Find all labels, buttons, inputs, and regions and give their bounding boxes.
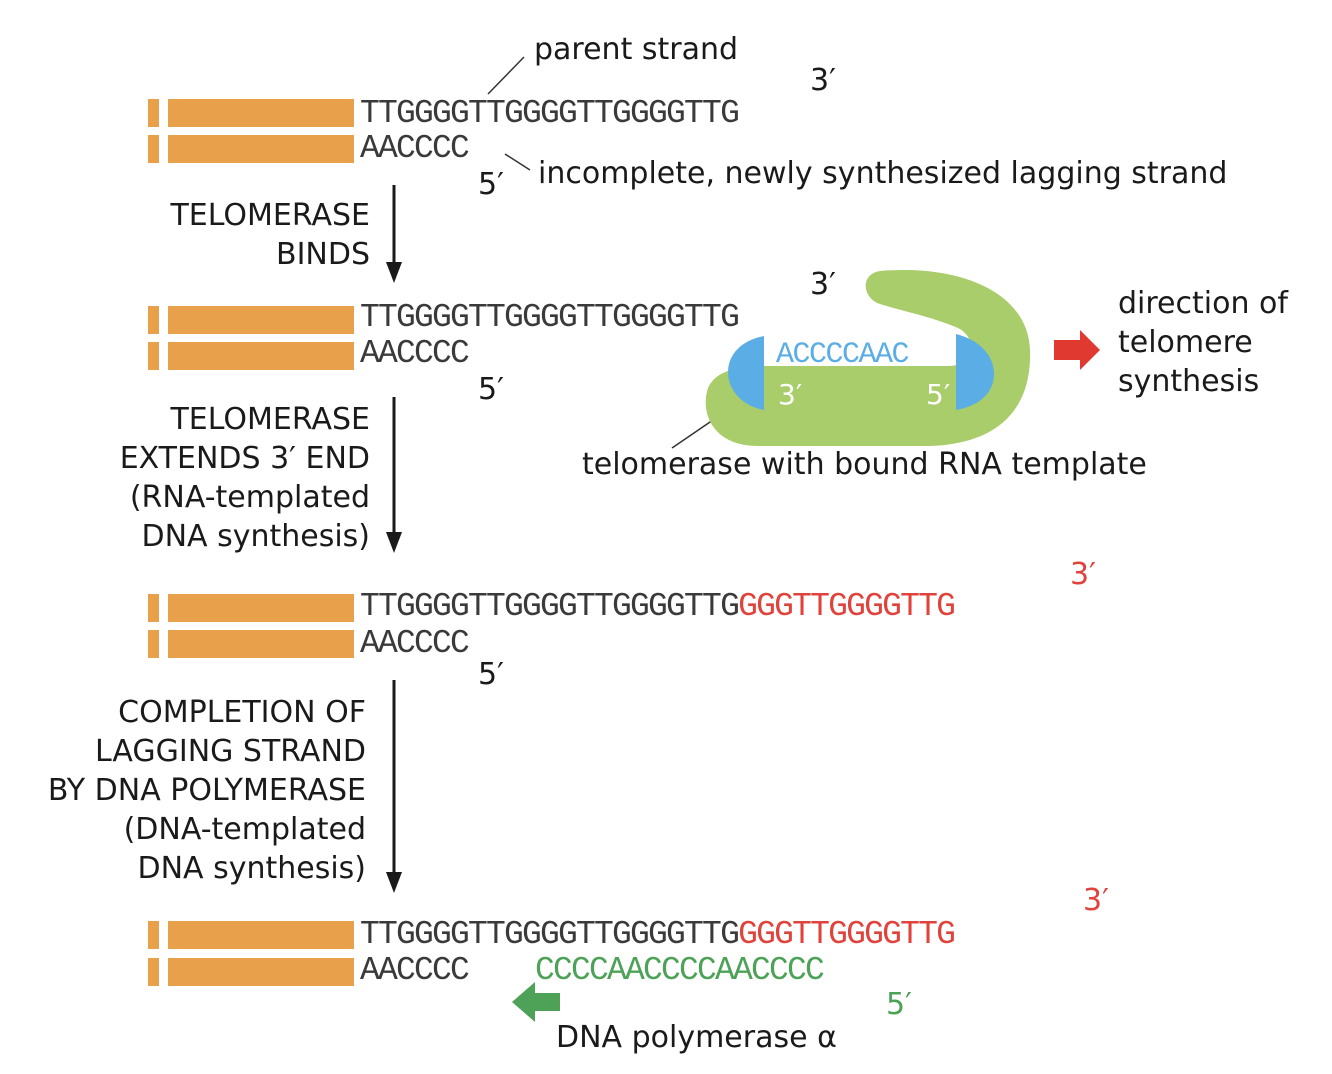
rna-template-sequence: ACCCCAAC bbox=[776, 338, 909, 372]
parent-strand-label: parent strand bbox=[534, 32, 739, 67]
lagging-strand-sequence: AACCCC bbox=[360, 952, 470, 989]
parent-strand-leader bbox=[487, 56, 525, 95]
telomerase-label: telomerase with bound RNA template bbox=[582, 447, 1147, 482]
duplex-bottom-bar bbox=[168, 630, 354, 658]
extended-parent-strand: TTGGGGTTGGGGTTGGGGTTGGGGTTGGGGTTG bbox=[360, 916, 956, 953]
rna-three-prime-label: 3′ bbox=[778, 378, 802, 411]
duplex-top-bar bbox=[168, 306, 354, 334]
duplex-top-stub bbox=[148, 306, 159, 334]
duplex-bottom-bar bbox=[168, 342, 354, 370]
rna-five-prime-label: 5′ bbox=[926, 378, 950, 411]
duplex-bottom-bar bbox=[168, 958, 354, 986]
telomerase-extension: GGGTTGGGGTTG bbox=[738, 916, 956, 953]
polymerase-arrow bbox=[512, 982, 560, 1022]
duplex-top-bar bbox=[168, 921, 354, 949]
telomerase-enzyme bbox=[705, 269, 1031, 446]
duplex-top-stub bbox=[148, 99, 159, 127]
five-prime-end-label: 5′ bbox=[478, 167, 504, 202]
direction-arrow bbox=[1054, 330, 1100, 370]
three-prime-end-label: 3′ bbox=[1083, 883, 1109, 918]
rna-template-right-cap bbox=[956, 334, 994, 410]
duplex-top-stub bbox=[148, 921, 159, 949]
step-arrow bbox=[386, 680, 402, 893]
duplex-bottom-stub bbox=[148, 342, 159, 370]
extended-parent-strand: TTGGGGTTGGGGTTGGGGTTGGGGTTGGGGTTG bbox=[360, 588, 956, 625]
dna-polymerase-label: DNA polymerase α bbox=[556, 1020, 837, 1055]
duplex-top-stub bbox=[148, 594, 159, 622]
step-lagging-completion: COMPLETION OF LAGGING STRAND BY DNA POLY… bbox=[47, 695, 366, 886]
telomerase-extension: GGGTTGGGGTTG bbox=[738, 588, 956, 625]
lagging-strand-sequence: AACCCC bbox=[360, 130, 470, 167]
duplex-bottom-stub bbox=[148, 958, 159, 986]
step-arrow bbox=[386, 397, 402, 553]
lagging-strand-label: incomplete, newly synthesized lagging st… bbox=[538, 156, 1228, 191]
direction-of-synthesis-label: direction of telomere synthesis bbox=[1118, 286, 1288, 399]
rna-template-left-cap bbox=[728, 336, 764, 410]
parent-strand-sequence: TTGGGGTTGGGGTTGGGGTTG bbox=[360, 299, 740, 336]
filled-in-lagging-strand: CCCCAACCCCAACCCC bbox=[535, 952, 825, 989]
duplex-bottom-stub bbox=[148, 135, 159, 163]
duplex-bottom-stub bbox=[148, 630, 159, 658]
lagging-strand-sequence: AACCCC bbox=[360, 625, 470, 662]
duplex-top-bar bbox=[168, 99, 354, 127]
lagging-strand-leader bbox=[504, 153, 531, 171]
step-telomerase-extends: TELOMERASE EXTENDS 3′ END (RNA-templated… bbox=[119, 402, 370, 554]
three-prime-end-label: 3′ bbox=[810, 267, 836, 302]
parent-strand-sequence: TTGGGGTTGGGGTTGGGGTTG bbox=[360, 95, 740, 132]
telomerase-leader bbox=[671, 419, 714, 449]
duplex-bottom-bar bbox=[168, 135, 354, 163]
three-prime-end-label: 3′ bbox=[1070, 557, 1096, 592]
five-prime-end-label: 5′ bbox=[478, 372, 504, 407]
duplex-top-bar bbox=[168, 594, 354, 622]
step-telomerase-binds: TELOMERASE BINDS bbox=[170, 198, 370, 272]
three-prime-end-label: 3′ bbox=[810, 63, 836, 98]
five-prime-end-label: 5′ bbox=[478, 657, 504, 692]
lagging-strand-sequence: AACCCC bbox=[360, 335, 470, 372]
step-arrow bbox=[386, 185, 402, 283]
five-prime-end-label: 5′ bbox=[886, 987, 912, 1022]
